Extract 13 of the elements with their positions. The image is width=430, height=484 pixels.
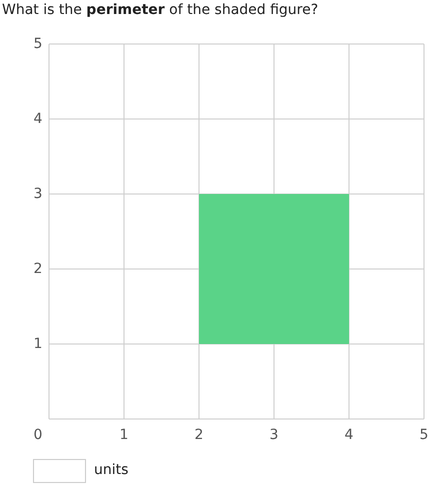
y-axis-tick-label: 2 <box>32 261 44 277</box>
x-axis-tick-label: 4 <box>344 427 354 443</box>
y-axis-tick-label: 3 <box>32 186 44 202</box>
x-axis-tick-label: 0 <box>32 427 44 443</box>
y-axis-tick-label: 1 <box>32 336 44 352</box>
y-axis-tick-label: 5 <box>32 36 44 52</box>
x-axis-tick-label: 3 <box>268 427 280 443</box>
unit-label: units <box>94 462 128 478</box>
question-text: What is the perimeter of the shaded figure? <box>2 2 318 18</box>
x-axis-tick-label: 2 <box>194 427 204 443</box>
x-axis-tick-label: 5 <box>418 427 430 443</box>
y-axis-tick-label: 4 <box>32 111 44 127</box>
x-axis-tick-label: 1 <box>118 427 130 443</box>
